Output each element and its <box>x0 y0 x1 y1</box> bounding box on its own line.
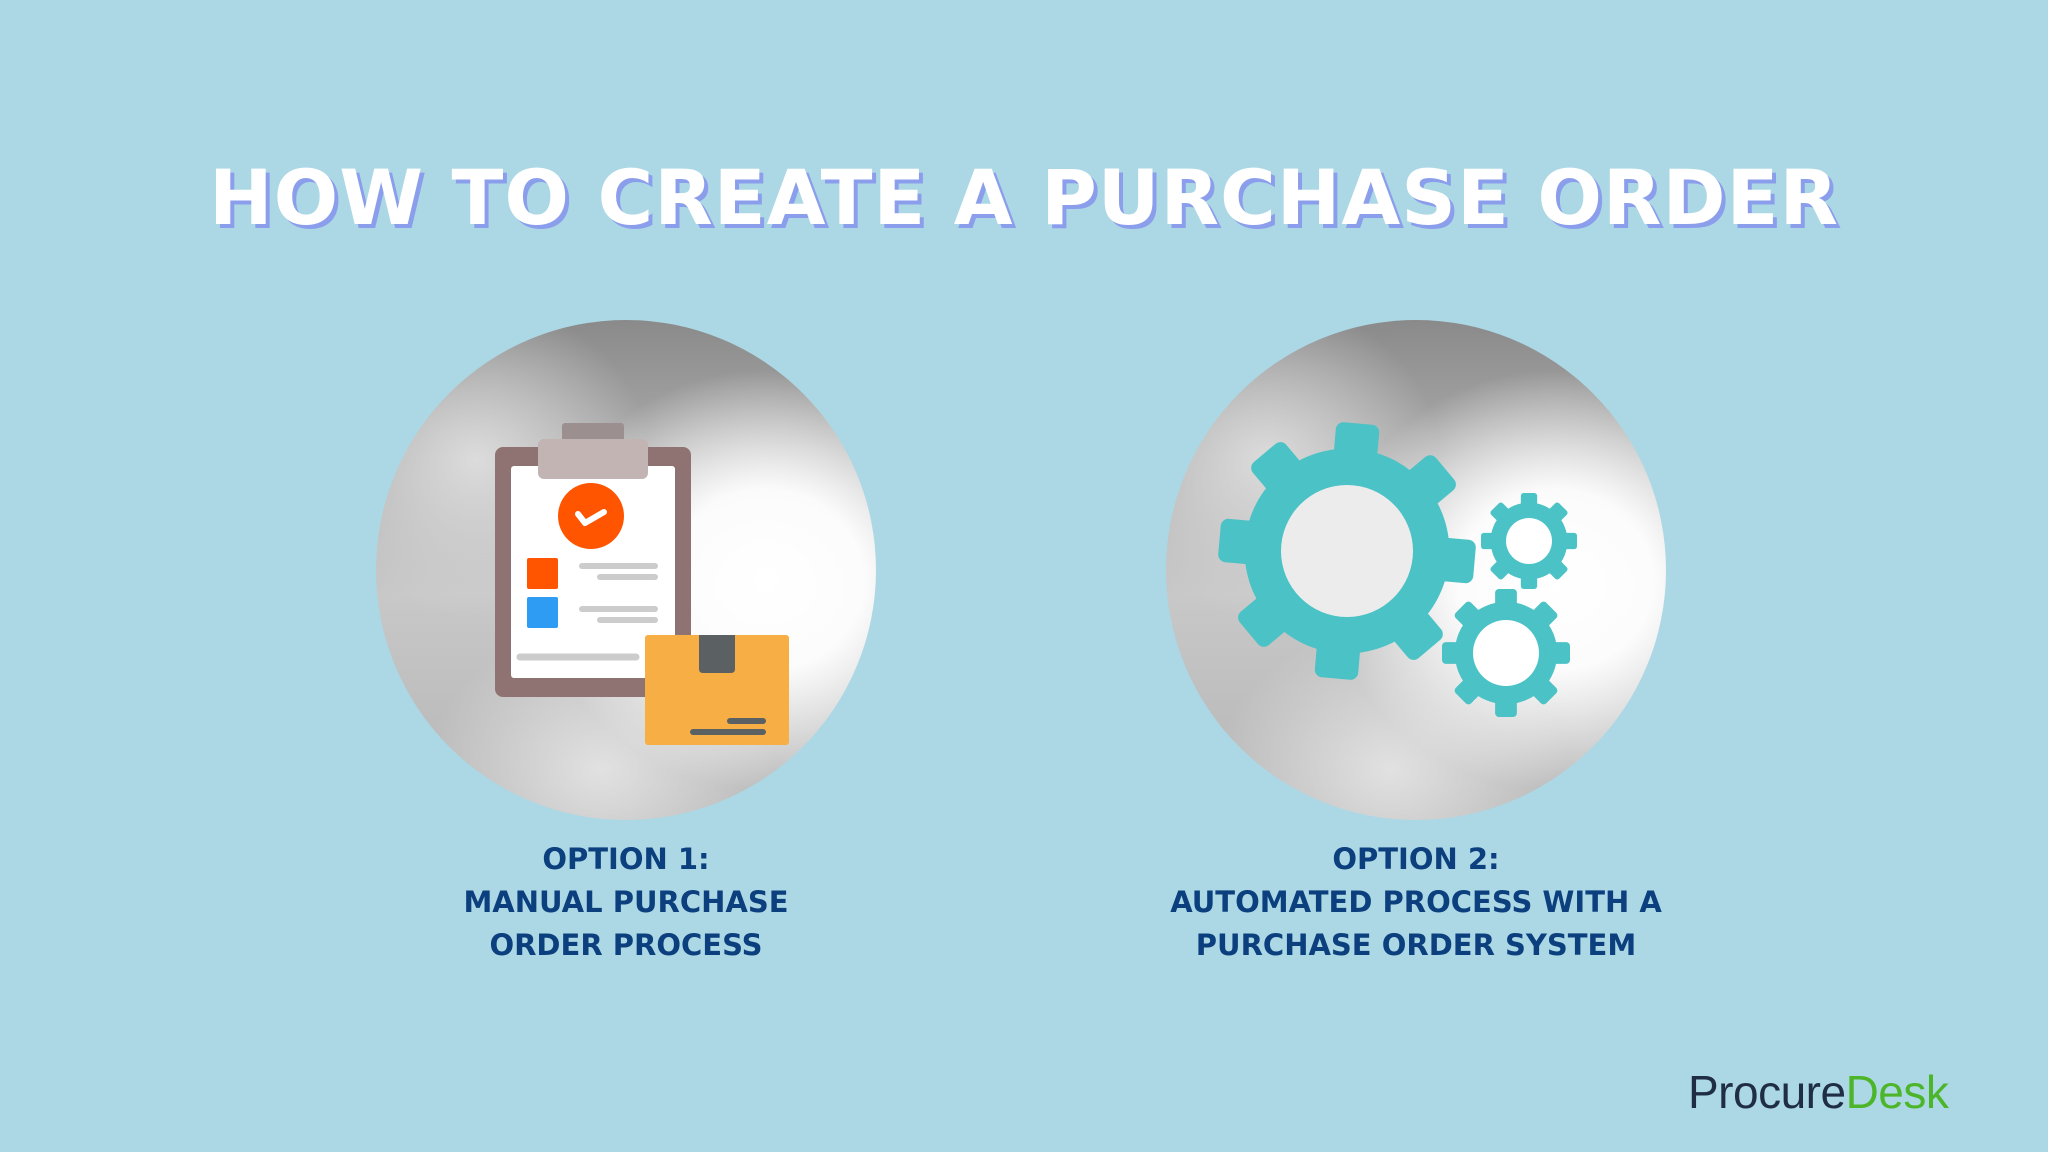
clipboard-checklist-with-box-icon <box>495 423 789 745</box>
option-2-caption-line-1: OPTION 2: <box>1332 842 1500 876</box>
option-2-icon-circle <box>1166 320 1666 820</box>
option-1-icon-circle <box>376 320 876 820</box>
option-1-caption: OPTION 1: MANUAL PURCHASE ORDER PROCESS <box>376 838 876 967</box>
logo-part-desk: Desk <box>1845 1066 1949 1118</box>
option-1-caption-line-3: ORDER PROCESS <box>489 928 763 962</box>
gears-icon <box>1208 412 1577 717</box>
page-title: HOW TO CREATE A PURCHASE ORDER <box>209 153 1839 242</box>
option-2-caption: OPTION 2: AUTOMATED PROCESS WITH A PURCH… <box>1116 838 1716 967</box>
option-2-caption-line-2: AUTOMATED PROCESS WITH A <box>1170 885 1662 919</box>
procuredesk-logo: ProcureDesk <box>1688 1064 1949 1120</box>
option-1-caption-line-1: OPTION 1: <box>542 842 710 876</box>
option-1-caption-line-2: MANUAL PURCHASE <box>463 885 789 919</box>
logo-part-procure: Procure <box>1688 1066 1846 1118</box>
option-2-caption-line-3: PURCHASE ORDER SYSTEM <box>1195 928 1637 962</box>
